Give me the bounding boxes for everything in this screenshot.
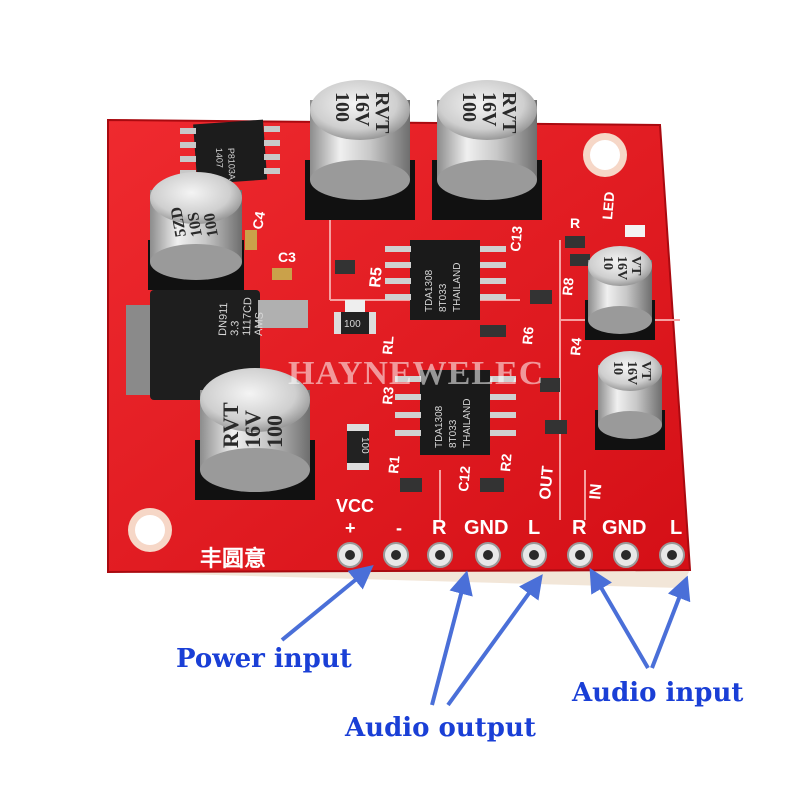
callout-audio-output: Audio output — [345, 713, 536, 743]
svg-text:100: 100 — [201, 212, 222, 239]
svg-text:100: 100 — [262, 415, 287, 448]
svg-text:TDA1308: TDA1308 — [424, 269, 435, 312]
svg-text:1117CD: 1117CD — [241, 297, 254, 336]
svg-text:100: 100 — [458, 92, 480, 122]
svg-text:L: L — [528, 517, 540, 539]
arrow-out-l — [446, 574, 543, 707]
svg-text:+: + — [345, 518, 356, 538]
svg-text:VT: VT — [628, 256, 643, 276]
svg-text:LED: LED — [599, 191, 617, 220]
svg-text:16V: 16V — [624, 361, 639, 385]
silkscreen-labels: C4 C3 R5 C13 R R8 R4 R6 RL R3 C12 R2 R1 … — [249, 191, 617, 500]
svg-text:THAILAND: THAILAND — [452, 263, 463, 312]
svg-text:TDA1308: TDA1308 — [434, 405, 445, 448]
amplifier-chip-1: TDA1308 8T033 THAILAND — [385, 240, 506, 320]
amplifier-chip-2: TDA1308 8T033 THAILAND — [395, 370, 516, 455]
svg-text:16V: 16V — [478, 92, 500, 127]
arrow-out-r — [430, 570, 473, 706]
capacitor-small-1: 10 16V VT — [585, 246, 655, 340]
svg-text:8T033: 8T033 — [438, 283, 449, 312]
capacitor-large-2: 100 16V RVT — [432, 80, 542, 220]
svg-text:R3: R3 — [379, 386, 397, 405]
svg-text:R5: R5 — [367, 266, 386, 288]
svg-text:R2: R2 — [497, 453, 515, 472]
svg-text:16V: 16V — [614, 256, 629, 280]
capacitor-small-2: 10 16V VT — [595, 351, 665, 450]
svg-text:VT: VT — [638, 361, 653, 381]
callout-arrows — [280, 564, 691, 707]
callout-power-input: Power input — [176, 644, 352, 674]
svg-text:IN: IN — [587, 483, 605, 500]
svg-text:GND: GND — [602, 517, 646, 539]
svg-text:10: 10 — [600, 256, 615, 270]
smd-resistors: 100 100 — [245, 225, 645, 492]
svg-text:GND: GND — [464, 517, 508, 539]
pin-header — [337, 542, 685, 568]
svg-text:16V: 16V — [351, 92, 373, 127]
svg-text:8T033: 8T033 — [448, 419, 459, 448]
callout-audio-input: Audio input — [572, 678, 744, 708]
capacitor-large-1: 100 16V RVT — [305, 80, 415, 220]
svg-text:R6: R6 — [519, 326, 537, 345]
svg-text:THAILAND: THAILAND — [462, 399, 473, 448]
svg-text:RVT: RVT — [371, 92, 393, 134]
svg-text:C13: C13 — [507, 225, 525, 252]
svg-text:R: R — [572, 517, 587, 539]
svg-text:10S: 10S — [185, 211, 206, 239]
svg-text:AMS: AMS — [253, 312, 266, 336]
svg-text:丰圆意: 丰圆意 — [200, 546, 266, 571]
arrow-in-l — [650, 575, 691, 669]
svg-text:RVT: RVT — [498, 92, 520, 134]
svg-text:1407: 1407 — [214, 148, 225, 168]
capacitor-large-4: 100 10S 5ZD — [148, 172, 244, 290]
svg-text:P8103A: P8103A — [226, 148, 237, 180]
pin-labels: VCC + - R GND L R GND L 丰圆意 — [200, 496, 682, 571]
svg-text:100: 100 — [331, 92, 353, 122]
svg-text:R: R — [570, 215, 580, 231]
svg-text:16V: 16V — [240, 410, 265, 448]
watermark: HAYNEWELEC — [288, 355, 545, 392]
capacitor-large-3: 100 16V RVT — [195, 368, 315, 500]
svg-text:R1: R1 — [385, 455, 403, 474]
arrow-power — [280, 564, 374, 642]
svg-text:R8: R8 — [559, 277, 577, 296]
svg-text:OUT: OUT — [537, 465, 557, 500]
svg-text:-: - — [396, 518, 402, 538]
svg-text:C4: C4 — [249, 210, 268, 231]
svg-text:VCC: VCC — [336, 496, 374, 516]
svg-text:R: R — [432, 517, 447, 539]
svg-text:10: 10 — [610, 361, 625, 375]
svg-text:C12: C12 — [455, 465, 473, 492]
svg-text:RVT: RVT — [218, 402, 243, 448]
svg-text:DN911: DN911 — [217, 302, 230, 336]
svg-text:C3: C3 — [278, 249, 296, 265]
svg-text:L: L — [670, 517, 682, 539]
svg-text:RL: RL — [379, 335, 397, 355]
svg-text:3.3: 3.3 — [229, 320, 242, 336]
svg-text:5ZD: 5ZD — [168, 206, 190, 239]
arrow-in-r — [589, 567, 650, 670]
svg-text:100: 100 — [359, 437, 370, 454]
svg-text:R4: R4 — [567, 337, 585, 356]
svg-text:100: 100 — [344, 319, 361, 330]
